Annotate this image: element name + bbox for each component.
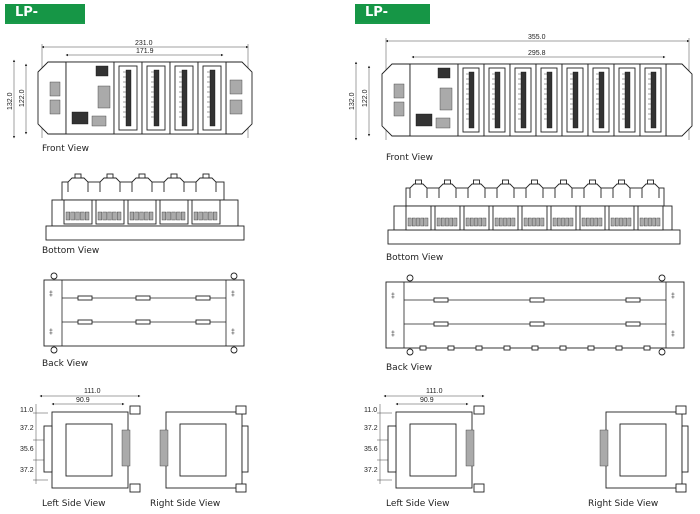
- terminal-block: [598, 71, 605, 129]
- terminal-block: [209, 69, 216, 127]
- lp8431-height-total: 132.0: [7, 92, 14, 110]
- lp8431-left-side-label: Left Side View: [42, 499, 105, 509]
- svg-text:‡: ‡: [49, 291, 53, 298]
- lp8831-side-views: 111.0 90.9 11.0 37.2 35.6 37.2 Left Side…: [364, 388, 689, 509]
- svg-text:‡: ‡: [49, 329, 53, 336]
- terminal-block: [546, 71, 553, 129]
- lp8431-back-label: Back View: [42, 359, 88, 369]
- slot-top: [583, 183, 602, 198]
- lp8831-side-depth-inner: 90.9: [420, 397, 434, 404]
- lp8831-width-total: 355.0: [528, 34, 546, 41]
- lp8831-front-view: 355.0 295.8 132.0 122.0 Front View: [349, 34, 693, 163]
- slot-top: [525, 183, 544, 198]
- lp8431-width-inner: 171.9: [136, 48, 154, 55]
- terminal-block: [125, 69, 132, 127]
- lp8831-back-label: Back View: [386, 363, 432, 373]
- slot-top: [163, 177, 185, 192]
- slot-top: [554, 183, 573, 198]
- lp8831-side-h4: 37.2: [364, 467, 378, 474]
- lp8431-width-total: 231.0: [135, 40, 153, 47]
- lp8831-left-side-label: Left Side View: [386, 499, 449, 509]
- lp8431-title: LP- 8431: [5, 4, 85, 38]
- slot-top: [612, 183, 631, 198]
- svg-text:‡: ‡: [391, 331, 395, 338]
- slot-top: [409, 183, 428, 198]
- lp8831-width-inner: 295.8: [528, 50, 546, 57]
- lp8831-right-side-label: Right Side View: [588, 499, 658, 509]
- svg-text:‡: ‡: [671, 293, 675, 300]
- lp8431-header: LP- 8431: [5, 4, 85, 38]
- lp8431-front-label: Front View: [42, 144, 89, 154]
- slot-top: [641, 183, 660, 198]
- lp8431-front-view: 231.0 171.9 132.0 122.0 Front View: [7, 40, 253, 154]
- slot-top: [195, 177, 217, 192]
- terminal-block: [520, 71, 527, 129]
- lp8431-side-h3: 35.6: [20, 446, 34, 453]
- lp8831-bottom-label: Bottom View: [386, 253, 443, 263]
- svg-text:‡: ‡: [231, 329, 235, 336]
- lp8831-front-label: Front View: [386, 153, 433, 163]
- slot-top: [67, 177, 89, 192]
- lp8431-side-h4: 37.2: [20, 467, 34, 474]
- lp8431-side-depth-inner: 90.9: [76, 397, 90, 404]
- lp8431-side-depth: 111.0: [84, 388, 101, 395]
- slot-top: [496, 183, 515, 198]
- svg-text:‡: ‡: [391, 293, 395, 300]
- svg-text:‡: ‡: [671, 331, 675, 338]
- slot-top: [438, 183, 457, 198]
- lp8431-bottom-view: Bottom View: [42, 173, 245, 256]
- terminal-block: [153, 69, 160, 127]
- lp8831-side-h3: 35.6: [364, 446, 378, 453]
- terminal-block: [624, 71, 631, 129]
- terminal-block: [181, 69, 188, 127]
- lp8831-back-view: ‡ ‡ ‡ ‡ Back View: [385, 274, 685, 373]
- lp8831-side-h2: 37.2: [364, 425, 378, 432]
- lp8831-height-total: 132.0: [349, 92, 356, 110]
- lp8431-side-h1: 11.0: [20, 407, 33, 414]
- lp8431-side-views: 111.0 90.9 11.0 37.2 35.6 37.2 Left Side…: [20, 388, 249, 509]
- lp8831-bottom-view: Bottom View: [386, 179, 681, 263]
- slot-top: [99, 177, 121, 192]
- slot-top: [467, 183, 486, 198]
- terminal-block: [650, 71, 657, 129]
- slot-top: [131, 177, 153, 192]
- terminal-block: [572, 71, 579, 129]
- terminal-block: [468, 71, 475, 129]
- lp8431-right-side-label: Right Side View: [150, 499, 220, 509]
- lp8831-side-depth: 111.0: [426, 388, 443, 395]
- lp8831-header: LP- 8831: [355, 4, 430, 38]
- lp8831-height-inner: 122.0: [362, 89, 369, 107]
- lp8831-side-h1: 11.0: [364, 407, 377, 414]
- lp8431-height-inner: 122.0: [19, 89, 26, 107]
- terminal-block: [494, 71, 501, 129]
- lp8831-title: LP- 8831: [355, 4, 430, 38]
- lp8431-bottom-label: Bottom View: [42, 246, 99, 256]
- svg-text:‡: ‡: [231, 291, 235, 298]
- lp8431-back-view: ‡ ‡ ‡ ‡ Back View: [42, 272, 245, 369]
- lp8431-side-h2: 37.2: [20, 425, 34, 432]
